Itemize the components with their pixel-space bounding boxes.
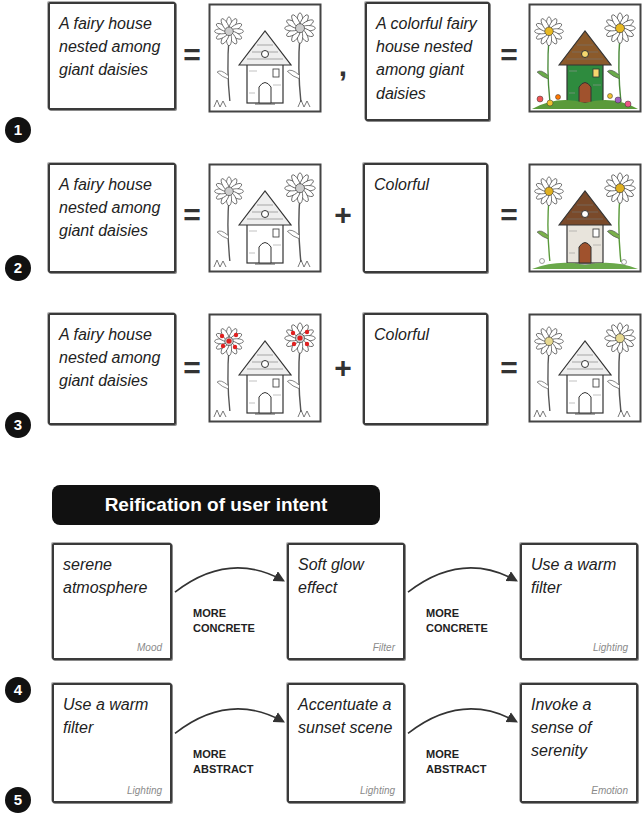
prompt-card: Accentuate a sunset sceneLighting <box>287 683 405 803</box>
curved-arrow <box>408 568 516 592</box>
prompt-card: A colorful fairy house nested among gian… <box>365 2 490 121</box>
colored-house <box>528 163 642 273</box>
operator-sign: + <box>334 198 352 232</box>
prompt-card: Use a warm filterLighting <box>520 543 638 660</box>
category-tag: Lighting <box>360 785 395 796</box>
callout-number: 1 <box>5 117 31 143</box>
prompt-text: Accentuate a sunset scene <box>298 693 394 739</box>
prompt-card: Colorful <box>363 163 488 273</box>
arrow-label: MORE CONCRETE <box>193 606 275 636</box>
prompt-text: serene atmosphere <box>63 553 161 599</box>
house-sketch <box>208 3 322 113</box>
curved-arrow <box>175 568 283 592</box>
category-tag: Mood <box>137 642 162 653</box>
prompt-text: A fairy house nested among giant daisies <box>59 173 165 243</box>
callout-number: 5 <box>5 787 31 813</box>
prompt-text: Use a warm filter <box>531 553 627 599</box>
prompt-card: A fairy house nested among giant daisies <box>48 2 176 110</box>
operator-sign: = <box>183 351 201 385</box>
prompt-text: A fairy house nested among giant daisies <box>59 323 165 393</box>
callout-number: 2 <box>5 255 31 281</box>
operator-sign: = <box>500 38 518 72</box>
category-tag: Lighting <box>593 642 628 653</box>
prompt-text: Invoke a sense of serenity <box>531 693 627 763</box>
prompt-card: Use a warm filterLighting <box>52 683 172 803</box>
arrow-label: MORE ABSTRACT <box>426 747 508 777</box>
prompt-card: serene atmosphereMood <box>52 543 172 660</box>
house-sketch <box>208 163 322 273</box>
operator-sign: , <box>339 49 347 83</box>
prompt-text: Colorful <box>374 323 477 346</box>
category-tag: Filter <box>373 642 395 653</box>
colored-house <box>528 3 642 113</box>
prompt-text: Colorful <box>374 173 477 196</box>
prompt-card: Invoke a sense of serenityEmotion <box>520 683 638 803</box>
house-sketch-marked <box>208 313 322 423</box>
curved-arrow <box>175 709 283 734</box>
operator-sign: + <box>334 351 352 385</box>
prompt-card: Colorful <box>363 313 488 425</box>
prompt-text: A fairy house nested among giant daisies <box>59 12 165 82</box>
callout-number: 3 <box>5 412 31 438</box>
operator-sign: = <box>183 198 201 232</box>
arrow-label: MORE ABSTRACT <box>193 747 275 777</box>
category-tag: Emotion <box>591 785 628 796</box>
prompt-card: A fairy house nested among giant daisies <box>48 163 176 273</box>
operator-sign: = <box>500 198 518 232</box>
operator-sign: = <box>500 351 518 385</box>
curved-arrow <box>408 709 516 734</box>
prompt-text: A colorful fairy house nested among gian… <box>376 12 479 105</box>
callout-number: 4 <box>5 677 31 703</box>
category-tag: Lighting <box>127 785 162 796</box>
operator-sign: = <box>183 38 201 72</box>
title-text: Reification of user intent <box>105 494 328 516</box>
prompt-card: A fairy house nested among giant daisies <box>48 313 176 425</box>
prompt-text: Soft glow effect <box>298 553 394 599</box>
prompt-card: Soft glow effectFilter <box>287 543 405 660</box>
house-sketch-result <box>528 313 642 423</box>
title-pill: Reification of user intent <box>52 485 380 525</box>
prompt-text: Use a warm filter <box>63 693 161 739</box>
arrow-label: MORE CONCRETE <box>426 606 508 636</box>
